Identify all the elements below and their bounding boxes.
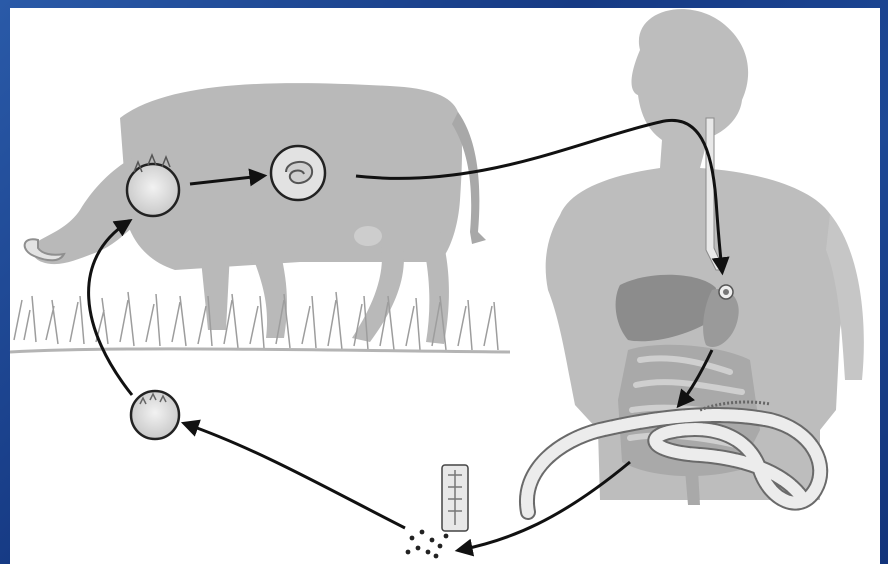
cysticercus-icon	[271, 146, 325, 200]
arrow-eggs-to-egg	[186, 424, 405, 528]
embryonated-egg-icon	[131, 391, 179, 439]
eggs-in-feces-icon	[406, 530, 449, 559]
scolex-icon	[719, 285, 733, 299]
gravid-proglottid-icon	[442, 465, 468, 531]
